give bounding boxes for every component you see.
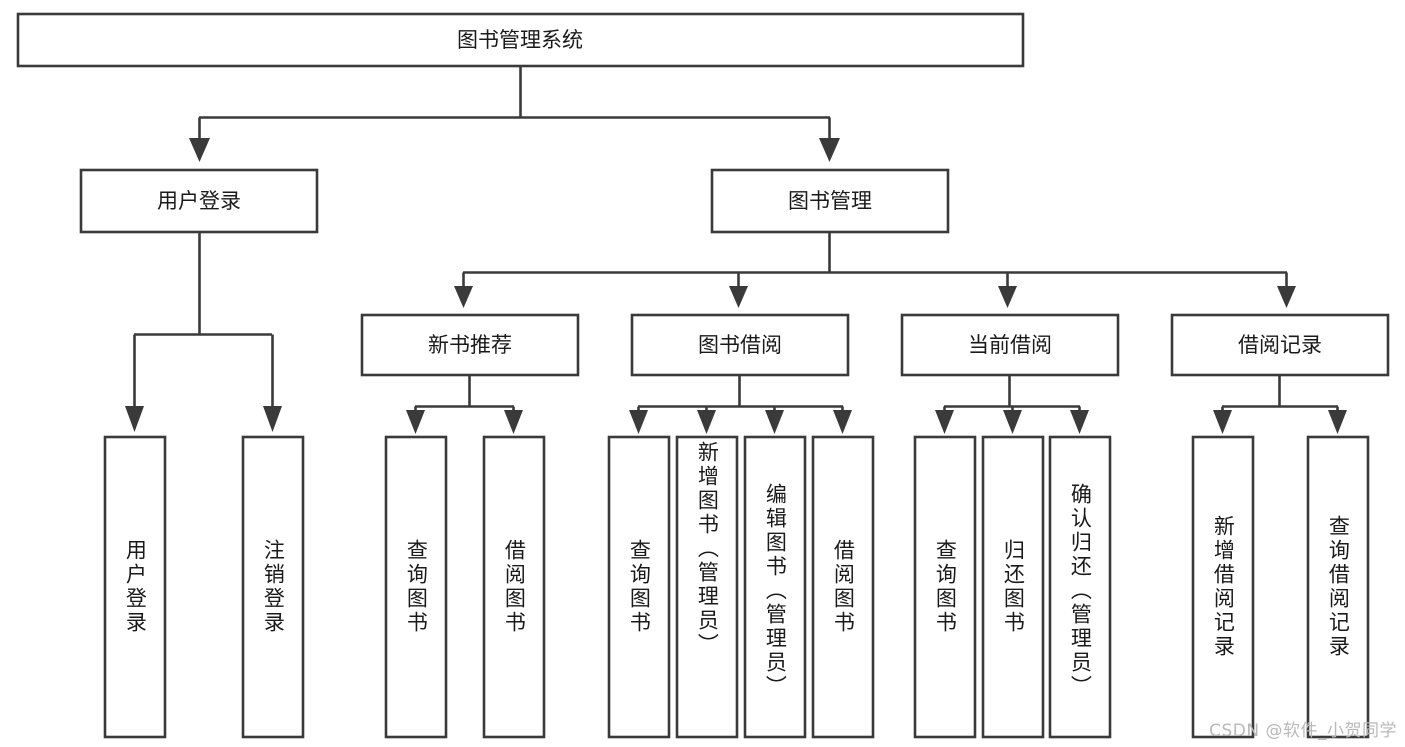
node-borrow-record-label: 借阅记录: [1238, 333, 1322, 357]
leaf-box-current-borrow-2[interactable]: [1048, 435, 1112, 739]
node-borrow-record[interactable]: 借阅记录: [1170, 313, 1390, 377]
leaf-box-current-borrow-0[interactable]: [913, 435, 977, 739]
node-user-login[interactable]: 用户登录: [79, 168, 319, 234]
node-current-borrow-box[interactable]: [900, 313, 1120, 377]
leaf-box-book-borrow-0[interactable]: [607, 435, 671, 739]
arrowhead-cb-1: [1003, 410, 1022, 434]
leaf-box-borrow-record-0[interactable]: [1191, 435, 1255, 739]
node-new-book-recommend[interactable]: 新书推荐: [360, 313, 580, 377]
arrowhead-br-0: [1213, 410, 1232, 434]
node-root[interactable]: 图书管理系统: [16, 12, 1025, 68]
arrowhead-cb-2: [1070, 410, 1089, 434]
node-root-label: 图书管理系统: [457, 28, 583, 52]
node-book-borrow-box[interactable]: [630, 313, 850, 377]
node-borrow-record-box[interactable]: [1170, 313, 1390, 377]
node-book-borrow-label: 图书借阅: [698, 333, 782, 357]
arrowhead-borrow-record: [1277, 286, 1296, 308]
node-book-borrow[interactable]: 图书借阅: [630, 313, 850, 377]
leaf-box-borrow-record-1[interactable]: [1306, 435, 1370, 739]
arrowhead-current-borrow: [998, 286, 1017, 308]
connector-borrow-record-to-leaves: [1213, 375, 1347, 434]
leaf-box-current-borrow-1[interactable]: [981, 435, 1045, 739]
node-current-borrow[interactable]: 当前借阅: [900, 313, 1120, 377]
arrowhead-user-login: [189, 138, 210, 162]
leaf-box-new-book-1[interactable]: [482, 435, 546, 739]
arrowhead-bb-2: [765, 410, 784, 434]
connector-book-manage-to-level3: [454, 232, 1296, 308]
leaf-box-book-borrow-1[interactable]: [675, 435, 739, 739]
arrowhead-new-book: [454, 286, 473, 308]
arrowhead-bb-0: [629, 410, 648, 434]
node-current-borrow-label: 当前借阅: [968, 333, 1052, 357]
arrowhead-br-1: [1328, 410, 1347, 434]
leaf-box-book-borrow-3[interactable]: [811, 435, 875, 739]
watermark-text: CSDN @软件_小贺同学: [1209, 721, 1397, 741]
arrowhead-ul-1: [263, 406, 282, 432]
connector-root-to-level2: [189, 66, 840, 162]
leaf-box-book-borrow-2[interactable]: [743, 435, 807, 739]
arrowhead-nb-0: [406, 410, 425, 434]
leaf-box-new-book-0[interactable]: [384, 435, 448, 739]
connector-new-book-to-leaves: [406, 375, 523, 434]
connector-current-borrow-to-leaves: [935, 375, 1089, 434]
arrowhead-ul-0: [125, 406, 144, 432]
connector-user-login-to-leaves: [125, 232, 282, 432]
node-book-manage-label: 图书管理: [788, 189, 872, 213]
node-user-login-label: 用户登录: [157, 189, 241, 213]
arrowhead-bb-1: [697, 410, 716, 434]
node-book-manage-box[interactable]: [710, 168, 950, 234]
arrowhead-book-borrow: [729, 286, 748, 308]
arrowhead-bb-3: [833, 410, 852, 434]
leaf-box-user-login-0[interactable]: [103, 435, 167, 739]
arrowhead-cb-0: [935, 410, 954, 434]
arrowhead-nb-1: [504, 410, 523, 434]
node-root-box[interactable]: [16, 12, 1025, 68]
node-new-book-recommend-label: 新书推荐: [428, 333, 512, 357]
node-book-manage[interactable]: 图书管理: [710, 168, 950, 234]
connector-book-borrow-to-leaves: [629, 375, 852, 434]
leaf-box-user-login-1[interactable]: [241, 435, 305, 739]
node-user-login-box[interactable]: [79, 168, 319, 234]
arrowhead-book-manage: [819, 138, 840, 162]
node-new-book-recommend-box[interactable]: [360, 313, 580, 377]
